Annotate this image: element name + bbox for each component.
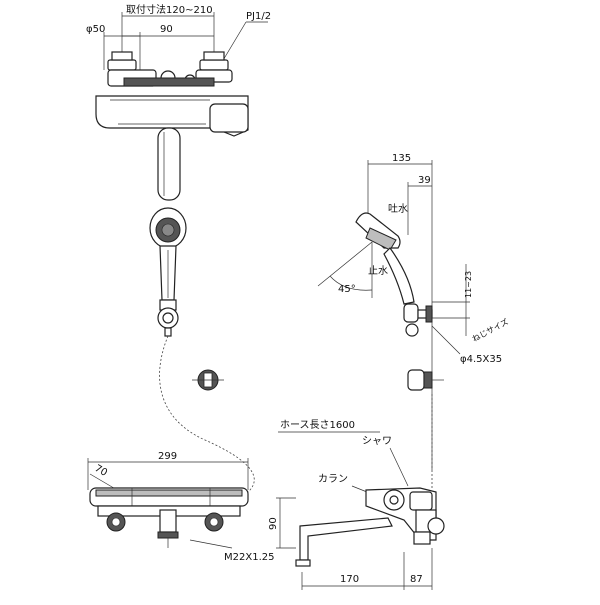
- bottom-side-view: シャワ カラン 170 87: [295, 394, 445, 590]
- bottom-front-view: 299 70 90 M22X1.25: [87, 451, 296, 563]
- total-width-dimension: 299: [158, 451, 177, 462]
- pipe-thread-label: PJ1/2: [246, 11, 271, 22]
- mount-range-dimension: 取付寸法120~210: [126, 3, 213, 16]
- spout-stop-label: 止水: [368, 265, 388, 277]
- screw-size-label: ねじサイズ: [470, 316, 510, 343]
- hook-height-dimension: 11~23: [464, 271, 473, 298]
- angle-dimension: 45°: [338, 284, 356, 295]
- hose-length-callout: ホース長さ1600: [278, 419, 380, 433]
- shower-label: シャワ: [362, 436, 392, 447]
- faucet-label: カラン: [318, 473, 348, 485]
- hose-line: [159, 335, 255, 499]
- nut-size-dimension: M22X1.25: [224, 552, 274, 563]
- spout-out-label: 吐水: [388, 203, 408, 215]
- screw-size-dimension: φ4.5X35: [460, 354, 502, 365]
- side-depth-dimension: 135: [392, 153, 411, 164]
- center-distance-dimension: 90: [160, 24, 173, 35]
- pipe-diameter-dimension: φ50: [86, 24, 105, 35]
- side-offset-dimension: 39: [418, 175, 431, 186]
- right-offset-dimension: 87: [410, 574, 423, 585]
- body-height-dimension: 90: [268, 517, 279, 530]
- hose-length-label: ホース長さ1600: [280, 419, 355, 431]
- spout-length-dimension: 170: [340, 574, 359, 585]
- top-view: 取付寸法120~210 φ50 90 PJ1/2: [86, 3, 271, 391]
